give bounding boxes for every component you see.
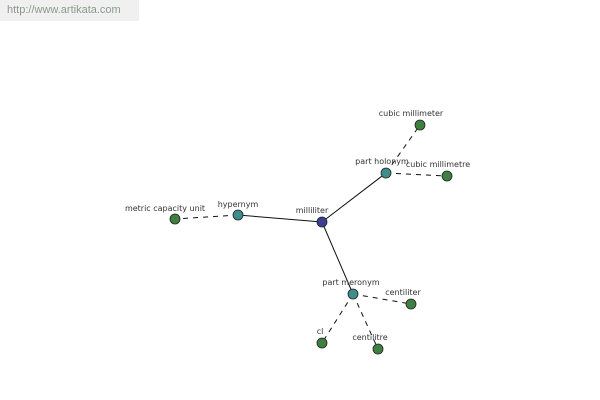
term-label-cubic-millimeter[interactable]: cubic millimeter: [379, 109, 444, 118]
edge-center-to-part-meronym: [321, 221, 354, 295]
term-node-centilitre[interactable]: [372, 343, 384, 355]
term-label-centiliter[interactable]: centiliter: [385, 288, 421, 297]
graph-nodes: [169, 119, 453, 355]
site-url-watermark[interactable]: http://www.artikata.com: [0, 0, 139, 21]
relation-label-part-meronym[interactable]: part meronym: [322, 278, 379, 287]
relation-label-part-holonym[interactable]: part holonym: [355, 157, 409, 166]
term-label-cl[interactable]: cl: [317, 327, 324, 336]
relation-label-hypernym[interactable]: hypernym: [218, 200, 259, 209]
edge-center-to-hypernym: [237, 214, 323, 223]
term-node-centiliter[interactable]: [405, 298, 417, 310]
term-node-metric-capacity-unit[interactable]: [169, 213, 181, 225]
edge-part-meronym-to-centilitre: [352, 293, 379, 350]
relation-node-hypernym[interactable]: [232, 209, 244, 221]
relation-node-part-holonym[interactable]: [380, 167, 392, 179]
center-node-milliliter[interactable]: [316, 216, 328, 228]
graph-edges: [174, 124, 448, 350]
term-node-cubic-millimeter[interactable]: [414, 119, 426, 131]
graph-labels: milliliter hypernym metric capacity unit pa…: [125, 109, 470, 342]
edge-hypernym-to-metric-capacity-unit: [174, 214, 239, 220]
term-label-centilitre[interactable]: centilitre: [352, 333, 387, 342]
term-label-cubic-millimetre[interactable]: cubic millimetre: [406, 160, 470, 169]
term-node-cubic-millimetre[interactable]: [441, 170, 453, 182]
edge-part-meronym-to-cl: [321, 293, 354, 344]
term-label-metric-capacity-unit[interactable]: metric capacity unit: [125, 204, 205, 213]
center-label[interactable]: milliliter: [296, 206, 329, 215]
relation-node-part-meronym[interactable]: [347, 288, 359, 300]
term-node-cl[interactable]: [316, 337, 328, 349]
edge-part-holonym-to-cubic-millimetre: [385, 172, 448, 177]
edge-center-to-part-holonym: [321, 172, 387, 223]
